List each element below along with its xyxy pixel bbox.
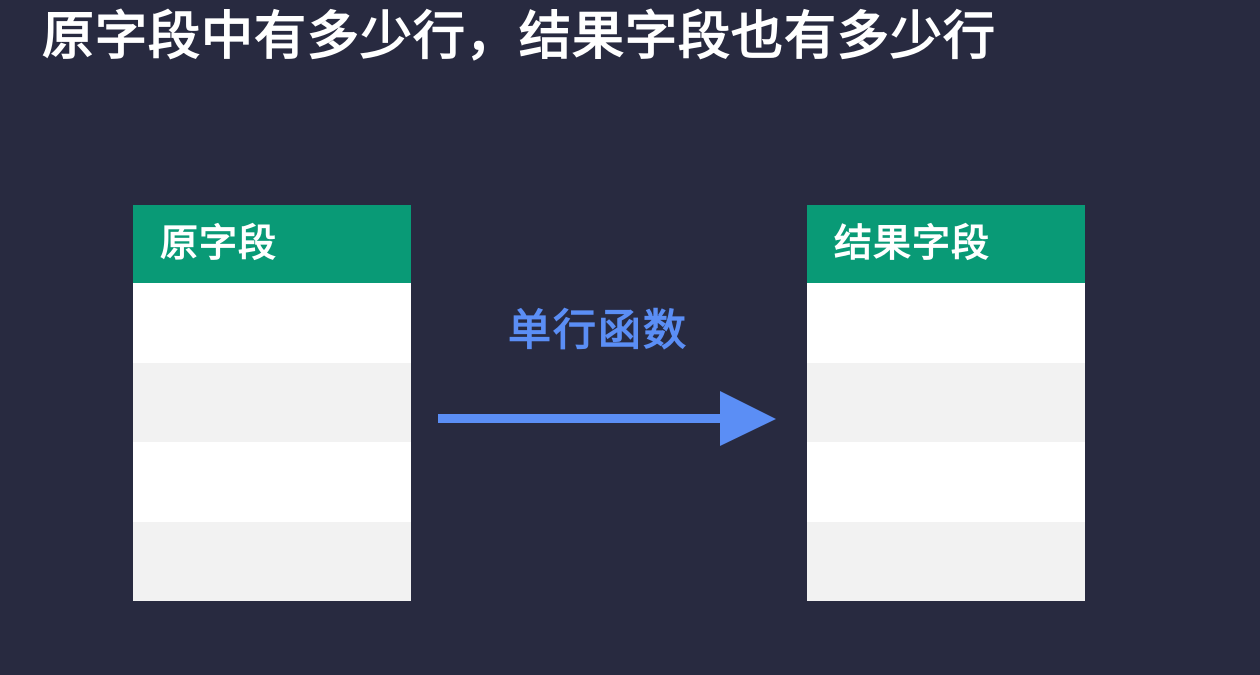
- table-row: [133, 283, 411, 363]
- source-table-header: 原字段: [133, 205, 411, 283]
- table-row: [807, 442, 1085, 522]
- table-row: [807, 521, 1085, 601]
- table-row: [133, 362, 411, 442]
- source-table-header-label: 原字段: [160, 223, 278, 265]
- table-row: [807, 283, 1085, 363]
- result-field-table: 结果字段: [807, 205, 1085, 601]
- source-table-body: [133, 283, 411, 601]
- table-row: [133, 442, 411, 522]
- right-arrow-icon: [438, 391, 776, 446]
- page-title: 原字段中有多少行，结果字段也有多少行: [42, 8, 997, 66]
- result-table-body: [807, 283, 1085, 601]
- table-row: [133, 521, 411, 601]
- transformation-arrow-group: 单行函数: [438, 310, 778, 450]
- result-table-header-label: 结果字段: [834, 223, 991, 265]
- source-field-table: 原字段: [133, 205, 411, 601]
- result-table-header: 结果字段: [807, 205, 1085, 283]
- arrow-label: 单行函数: [508, 307, 688, 355]
- table-row: [807, 362, 1085, 442]
